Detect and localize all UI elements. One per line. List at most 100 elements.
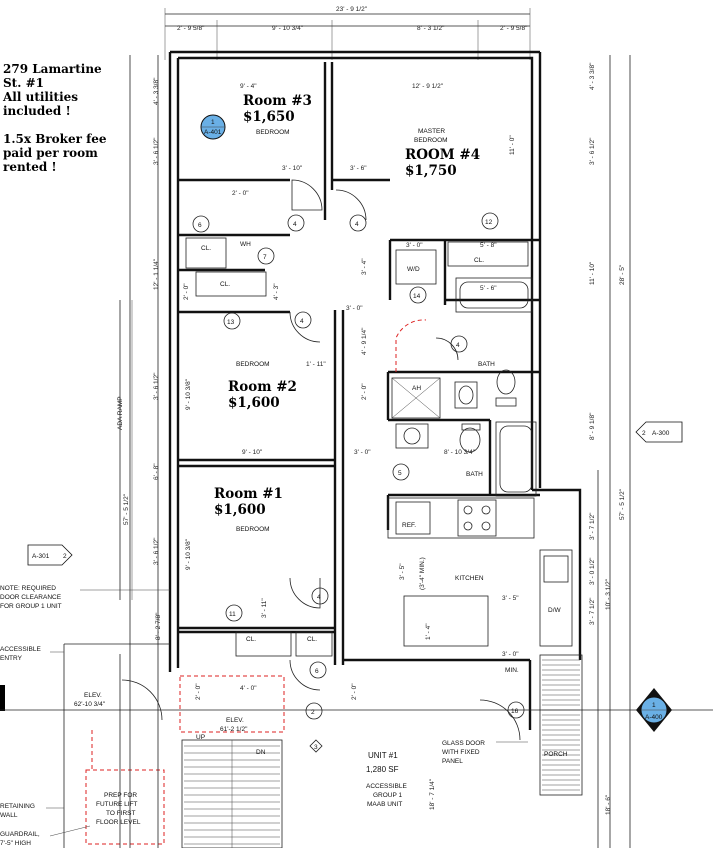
- dim-right-8: 3' - 7 1/2": [589, 512, 596, 540]
- prep-lift-4: FLOOR LEVEL: [96, 819, 141, 826]
- section-a300-sheet: A-300: [652, 430, 670, 437]
- dim-bath2-w: 8' - 10 3/4": [444, 449, 476, 456]
- dim-kitchen-c: (3'-4" MIN.): [419, 557, 426, 590]
- door-tag-4e: 4: [311, 587, 329, 605]
- dim-left-9: 9' - 10 3/8": [185, 378, 192, 410]
- utilities-line-1: All utilities: [3, 90, 79, 104]
- door-tag-7: 7: [257, 247, 275, 265]
- dim-right-10: 3' - 0 1/2": [589, 557, 596, 585]
- unit-sub-3: MAAB UNIT: [367, 801, 402, 808]
- prep-lift-2: FUTURE LIFT: [96, 801, 138, 808]
- label-elev-1a: ELEV.: [84, 692, 102, 699]
- dim-entry-a: 3' - 0": [502, 651, 519, 658]
- prep-lift-1: PREP FOR: [104, 792, 137, 799]
- broker-line-2: paid per room: [3, 146, 98, 160]
- door-tag-6a: 6: [192, 215, 210, 233]
- dim-room1-depth: 3' - 11": [261, 598, 268, 618]
- dim-right-13: 18' - 6": [605, 794, 612, 815]
- section-marker-a400: 1 A-400: [636, 688, 672, 732]
- retaining-wall-1: RETAINING: [0, 803, 35, 810]
- window-tag-3-num: 3: [314, 744, 318, 751]
- dim-hall-b: 3' - 6": [350, 165, 367, 172]
- dim-left-10: 9' - 10 3/8": [185, 538, 192, 570]
- door-tag-11-num: 11: [229, 611, 236, 618]
- label-elev-2a: ELEV.: [226, 717, 244, 724]
- section-a400-num: 1: [652, 702, 656, 709]
- note-required-3: FOR GROUP 1 UNIT: [0, 603, 62, 610]
- label-wh: WH: [240, 241, 251, 248]
- utilities-line-2: included !: [3, 104, 71, 118]
- address-line-1: 279 Lamartine: [3, 62, 102, 76]
- label-master-2: BEDROOM: [414, 137, 448, 144]
- unit-title: UNIT #1: [368, 751, 398, 760]
- dim-top-1: 2' - 9 5/8": [177, 25, 205, 32]
- listing-notes: 279 Lamartine St. #1 All utilities inclu…: [3, 62, 123, 174]
- ada-ramp-label: ADA RAMP: [117, 396, 124, 430]
- label-closet-e: CL.: [307, 636, 317, 643]
- door-tag-5: 5: [392, 463, 410, 481]
- dim-entry-width: 4' - 0": [240, 685, 257, 692]
- door-tag-4c: 4: [294, 311, 312, 329]
- dim-hall-h: 2' - 0": [361, 383, 368, 400]
- dim-hall-f: 4' - 9 1/4": [361, 327, 368, 355]
- section-a400-sheet: A-400: [645, 714, 663, 721]
- dim-top-2: 9' - 10 3/4": [272, 25, 304, 32]
- stairs: [181, 739, 283, 848]
- label-bedroom-2: BEDROOM: [236, 361, 270, 368]
- prep-lift-3: TO FIRST: [106, 810, 136, 817]
- door-tag-14-num: 14: [413, 293, 421, 300]
- dim-room4-width: 12' - 9 1/2": [412, 83, 444, 90]
- door-tag-16-num: 16: [511, 708, 519, 715]
- door-tag-4e-num: 4: [317, 594, 321, 601]
- section-a300-num: 2: [642, 430, 646, 437]
- dim-bath-w1: 3' - 0": [406, 242, 423, 249]
- door-tag-4a: 4: [287, 214, 305, 232]
- door-tag-6b: 6: [309, 661, 327, 679]
- dim-top-4: 2' - 9 5/8": [500, 25, 528, 32]
- label-closet-b: CL.: [220, 281, 230, 288]
- room2-label: Room #2 $1,600: [228, 379, 297, 411]
- glass-door-3: PANEL: [442, 758, 463, 765]
- unit-sub-1: ACCESSIBLE: [366, 783, 407, 790]
- broker-line-3: rented !: [3, 160, 57, 174]
- door-tag-13-num: 13: [227, 319, 235, 326]
- dim-hall-g: 1' - 11": [306, 361, 326, 368]
- accessible-entry-2: ENTRY: [0, 655, 23, 662]
- dim-right-4: 11' - 10": [589, 261, 596, 285]
- door-tag-4b-num: 4: [355, 221, 359, 228]
- door-tag-4d-num: 4: [456, 342, 460, 349]
- dim-left-8: 8' - 2 7/8": [155, 612, 162, 640]
- dim-room3-width: 9' - 4": [240, 83, 257, 90]
- dim-left-5: 6' - 8": [153, 463, 160, 480]
- dim-hall-a: 3' - 10": [282, 165, 303, 172]
- section-cut-marker: [0, 685, 5, 711]
- label-bath-2: BATH: [466, 471, 483, 478]
- dim-kitchen-a: 3' - 5": [399, 563, 406, 580]
- dim-tub-w: 5' - 6": [480, 285, 497, 292]
- section-marker-a401: 1 A-401: [200, 114, 226, 140]
- dim-right-6: 8' - 9 1/8": [589, 412, 596, 440]
- window-tag-3: 3: [309, 739, 323, 753]
- dim-room2-width: 9' - 10": [242, 449, 263, 456]
- room3-name: Room #3: [243, 93, 312, 109]
- room3-price: $1,650: [243, 109, 295, 125]
- label-porch: PORCH: [544, 751, 568, 758]
- label-elev-2b: 61'-2 1/2": [220, 726, 248, 733]
- door-tag-12-num: 12: [485, 219, 493, 226]
- label-master-1: MASTER: [418, 128, 445, 135]
- glass-door-1: GLASS DOOR: [442, 740, 485, 747]
- note-required-2: DOOR CLEARANCE: [0, 594, 62, 601]
- door-tag-2: 2: [305, 702, 323, 720]
- door-tag-2-num: 2: [311, 709, 315, 716]
- note-required-1: NOTE: REQUIRED: [0, 585, 56, 592]
- dim-hall-e: 3' - 0": [346, 305, 363, 312]
- label-wd: W/D: [407, 266, 420, 273]
- label-closet-d: CL.: [246, 636, 256, 643]
- guardrail-2: 7'-5" HIGH: [0, 840, 31, 847]
- room1-label: Room #1 $1,600: [214, 486, 283, 518]
- section-marker-a300: 2 A-300: [635, 421, 683, 443]
- label-ref: REF.: [402, 522, 416, 529]
- dim-hall-d: 4' - 3": [273, 283, 280, 300]
- unit-sub-2: GROUP 1: [373, 792, 403, 799]
